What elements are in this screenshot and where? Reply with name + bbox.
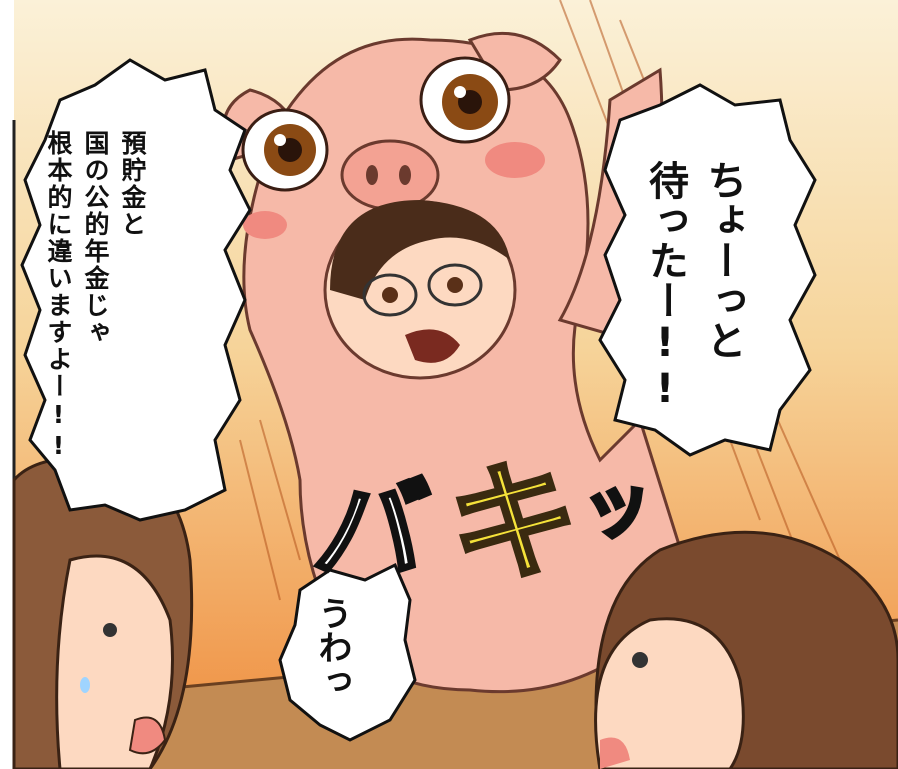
sfx-ba: バ [306,464,438,596]
left-frame-edge [0,0,14,769]
pig-cheek [243,211,287,239]
left-woman [12,456,194,769]
speech-bottom-text: うわっ [312,596,352,698]
woman-face [323,200,517,380]
sfx-ki: キ [440,439,589,608]
pig-eyes [241,56,511,192]
speech-right-text: ちょーっと 待ったー!! [642,160,746,412]
speech-bubble-right [598,83,817,457]
speech-bubble-left [20,58,252,522]
pig-cheek [485,142,545,178]
right-woman [594,530,898,769]
pig-snout [340,139,440,211]
sfx-xtsu: ッ [575,458,660,553]
speech-bubble-bottom [278,562,417,742]
speech-left-text: 預貯金と 国の公的年金じゃ 根本的に違いますよー!! [44,130,147,462]
